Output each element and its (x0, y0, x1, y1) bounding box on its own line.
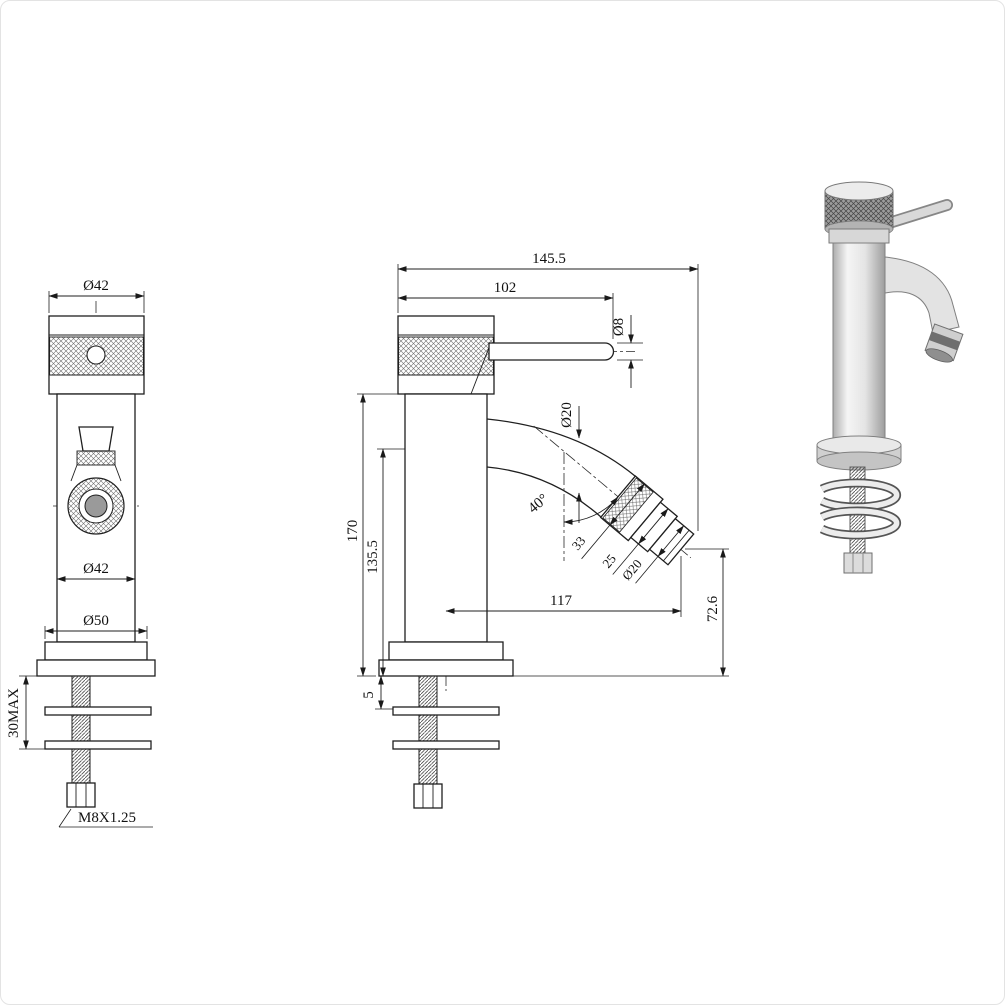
side-base-flange (388, 641, 504, 661)
persp-nut (843, 552, 873, 574)
front-view: Ø42 Ø42 Ø50 30MAX M8X1.25 (6, 278, 156, 828)
spout-height-label: 135.5 (365, 540, 381, 574)
front-mounting-hardware (44, 675, 152, 808)
spout-angle-label: 40° (525, 491, 551, 517)
persp-washer-1 (820, 480, 900, 510)
front-thread-spec-label: M8X1.25 (78, 810, 136, 826)
side-nozzle: 33 25 Ø20 (533, 425, 695, 584)
persp-base-flange (816, 435, 902, 471)
side-dimensions: 145.5 102 Ø8 Ø20 170 135.5 (345, 251, 729, 710)
front-mount-depth-label: 30MAX (6, 688, 22, 738)
front-outlet (84, 494, 108, 518)
front-base-flange (44, 641, 148, 661)
front-washer-1 (44, 706, 152, 716)
deck-plate-thickness-label: 5 (361, 691, 377, 699)
side-nut (413, 783, 443, 809)
side-mounting-hardware (392, 675, 500, 809)
front-cap (48, 315, 145, 395)
side-washer-1 (392, 706, 500, 716)
handle-reach-label: 102 (494, 280, 517, 296)
side-washer-2 (392, 740, 500, 750)
front-body-diameter-label: Ø42 (83, 561, 109, 577)
side-knurl-band (398, 336, 494, 376)
front-nozzle (67, 426, 125, 535)
persp-spout (884, 256, 960, 334)
overall-reach-label: 145.5 (532, 251, 566, 267)
side-threaded-rod (418, 675, 438, 787)
side-deck-plate (378, 659, 514, 677)
spout-tube-diameter-label: Ø20 (559, 402, 575, 428)
persp-body (832, 242, 886, 450)
side-handle-lever (488, 342, 615, 361)
nozzle-mid-diameter-label: 25 (599, 551, 619, 571)
side-view: 33 25 Ø20 40° 145.5 (345, 251, 729, 809)
side-cap (397, 315, 495, 395)
persp-washer-2 (820, 508, 900, 538)
front-threaded-rod (71, 675, 91, 785)
front-cap-pin (86, 345, 106, 365)
outlet-height-label: 72.6 (705, 595, 721, 622)
handle-rod-diameter-label: Ø8 (611, 318, 627, 336)
persp-cap (824, 181, 894, 244)
front-nut (66, 782, 96, 808)
persp-handle (884, 200, 952, 228)
nozzle-tip-diameter-label: Ø20 (619, 556, 645, 583)
persp-nozzle (924, 323, 964, 363)
spout-reach-label: 117 (550, 593, 572, 609)
persp-mounting-hardware (819, 466, 902, 574)
front-washer-2 (44, 740, 152, 750)
front-cap-diameter-label: Ø42 (83, 278, 109, 294)
total-height-label: 170 (345, 520, 361, 543)
perspective-view (816, 181, 964, 574)
nozzle-outer-diameter-label: 33 (569, 533, 589, 553)
front-deck-plate (36, 659, 156, 677)
side-body (404, 393, 488, 643)
front-dimensions: Ø42 Ø42 Ø50 30MAX M8X1.25 (6, 278, 153, 828)
front-base-diameter-label: Ø50 (83, 613, 109, 629)
